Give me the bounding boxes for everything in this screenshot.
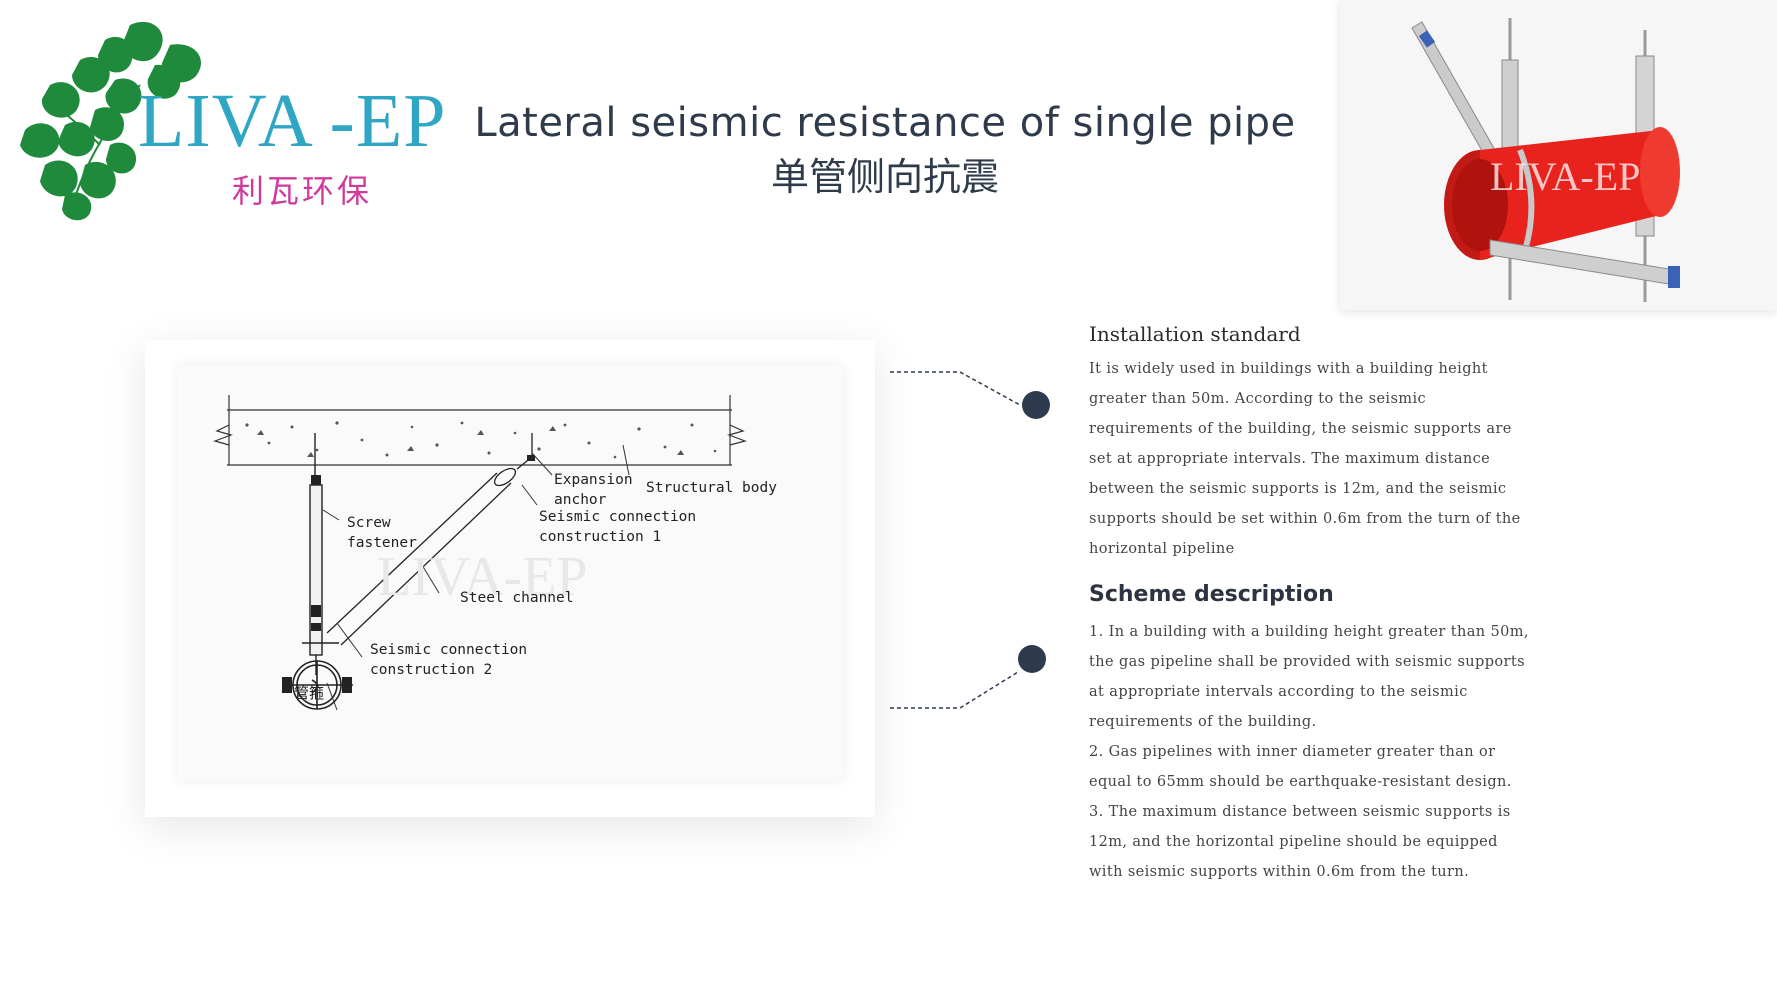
company-logo: LIVA -EP 利瓦环保 (10, 15, 480, 230)
scheme-item: 2. Gas pipelines with inner diameter gre… (1089, 744, 1512, 790)
logo-brand-text: LIVA -EP (138, 79, 447, 163)
installation-text: It is widely used in buildings with a bu… (1089, 361, 1521, 557)
product-photo: LIVA-EP (1340, 0, 1777, 310)
scheme-item: 1. In a building with a building height … (1089, 624, 1529, 730)
scheme-list: 1. In a building with a building height … (1089, 617, 1529, 887)
label-expansion-anchor: Expansion anchor (554, 472, 633, 508)
label-structural-body: Structural body (646, 480, 777, 496)
seismic-support-photo-image: LIVA-EP (1340, 0, 1777, 310)
label-pipe-clamp-cn: 管箍 (294, 684, 325, 702)
logo-brand-cn-text: 利瓦环保 (232, 172, 373, 210)
bullet-dot-installation (1022, 391, 1050, 419)
page-title-cn: 单管侧向抗震 (770, 155, 999, 199)
scheme-heading: Scheme description (1089, 582, 1334, 607)
page-title: Lateral seismic resistance of single pip… (474, 100, 1296, 146)
label-seismic-connection-2: Seismic connection construction 2 (370, 642, 528, 678)
bullet-dot-scheme (1018, 645, 1046, 673)
connector-lines (890, 371, 1021, 709)
label-seismic-connection-1: Seismic connection construction 1 (539, 509, 697, 545)
leaf-cluster-icon (20, 21, 201, 221)
photo-watermark: LIVA-EP (1490, 154, 1640, 199)
label-steel-channel: Steel channel (460, 590, 574, 606)
installation-heading: Installation standard (1089, 322, 1301, 346)
technical-diagram: LIVA-EP Expansion anchor Structural body… (177, 365, 843, 781)
scheme-item: 3. The maximum distance between seismic … (1089, 804, 1511, 880)
seismic-support-diagram-image: LIVA-EP (213, 395, 747, 711)
label-screw-fastener: Screw fastener (347, 515, 417, 551)
diagram-watermark: LIVA-EP (377, 546, 588, 608)
diagram-card: LIVA-EP Expansion anchor Structural body… (145, 340, 875, 817)
